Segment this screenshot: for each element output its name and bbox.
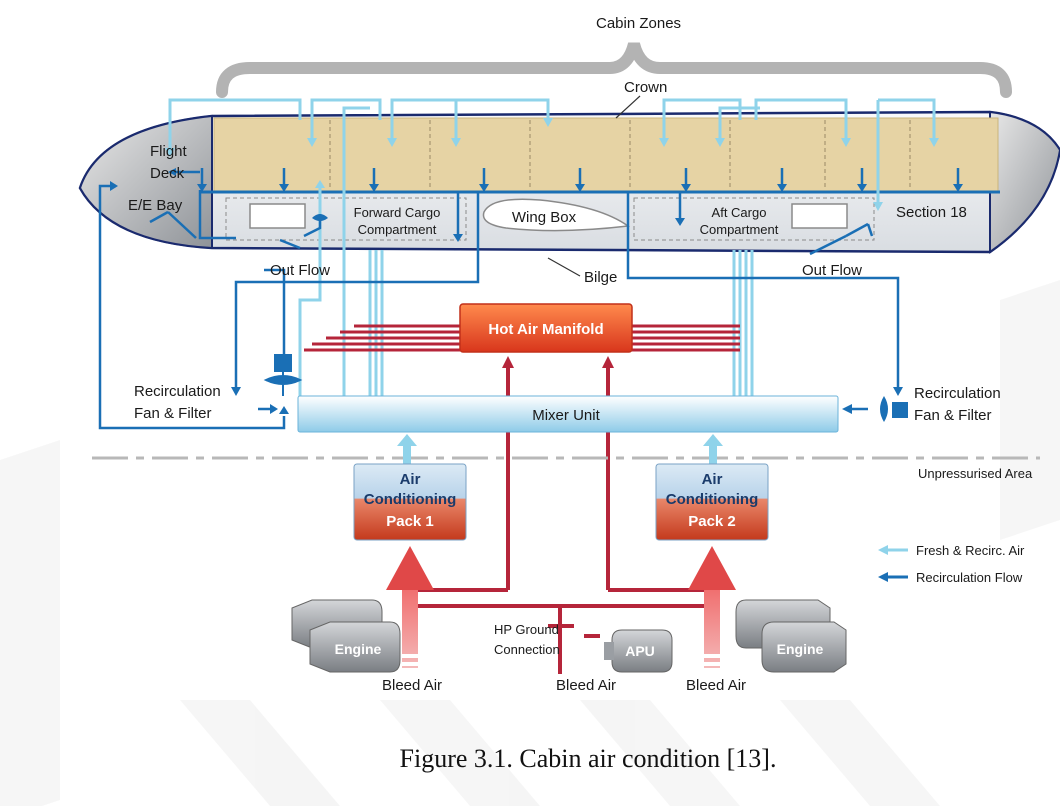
recirc-right-arrowhead <box>842 404 852 414</box>
out-flow-right-label: Out Flow <box>802 262 862 279</box>
pack-to-mixer-arrows <box>397 434 723 464</box>
crown-pointer <box>615 95 641 119</box>
nose-cone <box>78 114 213 250</box>
filter-right <box>892 402 908 418</box>
recirc-cabin-arrows <box>200 168 960 186</box>
engine-left-icon <box>291 599 401 673</box>
unpressurised-area-label: Unpressurised Area <box>918 466 1033 481</box>
ee-bay-label: E/E Bay <box>128 197 183 214</box>
legend-fresh-label: Fresh & Recirc. Air <box>916 543 1025 558</box>
fresh-air-arrowheads <box>165 118 939 211</box>
recirc-cabin-arrowheads <box>197 184 963 192</box>
forward-cargo-line1: Forward Cargo <box>354 205 441 220</box>
recirc-ducts <box>98 170 900 430</box>
legend-recirc-label: Recirculation Flow <box>916 570 1023 585</box>
pack-2-line3: Pack 2 <box>688 513 736 530</box>
pack-1-box <box>353 463 467 541</box>
recirc-left-line2: Fan & Filter <box>134 405 212 422</box>
forward-cargo-line2: Compartment <box>358 222 437 237</box>
forward-cargo-box <box>249 203 306 229</box>
pack-1-line2: Conditioning <box>364 491 456 508</box>
forward-cargo-outline <box>225 197 467 241</box>
recirc-left-line1: Recirculation <box>134 383 221 400</box>
bilge-pointer <box>547 257 581 277</box>
hot-air-manifold-label: Hot Air Manifold <box>488 321 603 338</box>
recirc-right-line1: Recirculation <box>914 385 1001 402</box>
aft-cargo-line2: Compartment <box>700 222 779 237</box>
pack-1-line1: Air <box>400 471 421 488</box>
hp-ground-line2: Connection <box>494 642 560 657</box>
apu-icon <box>604 629 673 673</box>
aft-cargo-box <box>791 203 848 229</box>
engine-right-label: Engine <box>777 641 824 657</box>
outflow-valve-right <box>809 222 874 256</box>
legend-fresh-arrow-icon <box>878 545 908 555</box>
aft-cargo-line1: Aft Cargo <box>712 205 767 220</box>
filter-left <box>274 354 292 372</box>
flight-deck-line2: Deck <box>150 165 185 182</box>
pack-1-line3: Pack 1 <box>386 513 434 530</box>
flight-deck-line1: Flight <box>150 143 188 160</box>
bleed-air-right-label: Bleed Air <box>686 677 746 694</box>
recirc-right-line2: Fan & Filter <box>914 407 992 424</box>
fan-icon-right <box>880 396 888 422</box>
mixer-unit-box <box>297 395 839 433</box>
bleed-air-arrow-right <box>688 546 736 668</box>
bleed-air-left-label: Bleed Air <box>382 677 442 694</box>
watermark-bands <box>0 280 1060 806</box>
bilge-label: Bilge <box>584 269 617 286</box>
wing-box-label: Wing Box <box>512 209 577 226</box>
mixer-unit-label: Mixer Unit <box>532 407 600 424</box>
engine-right-icon <box>735 599 847 673</box>
section-18-label: Section 18 <box>896 204 967 221</box>
hp-ground-line1: HP Ground <box>494 622 559 637</box>
tail-cone <box>989 110 1060 254</box>
legend: Fresh & Recirc. Air Recirculation Flow <box>878 543 1025 585</box>
fan-icon-cargo <box>312 214 328 221</box>
figure-caption: Figure 3.1. Cabin air condition [13]. <box>400 744 777 773</box>
cabin-zone-dividers <box>329 120 911 190</box>
cabin-zones-label: Cabin Zones <box>596 15 681 32</box>
aft-cargo-outline <box>633 197 875 241</box>
crown-label: Crown <box>624 79 667 96</box>
bleed-air-arrow-left <box>386 546 434 668</box>
pack-2-line2: Conditioning <box>666 491 758 508</box>
bleed-air-arrowheads <box>502 356 614 368</box>
cabin-area <box>213 117 999 193</box>
fan-icon-left <box>263 372 303 396</box>
pack-2-box <box>655 463 769 541</box>
cabin-zones-brace <box>216 42 1012 98</box>
legend-recirc-arrow-icon <box>878 572 908 582</box>
out-flow-left-label: Out Flow <box>270 262 330 279</box>
pack-2-line1: Air <box>702 471 723 488</box>
apu-label: APU <box>625 643 655 659</box>
hot-air-manifold-box <box>459 303 633 353</box>
engine-left-label: Engine <box>335 641 382 657</box>
bleed-air-center-label: Bleed Air <box>556 677 616 694</box>
